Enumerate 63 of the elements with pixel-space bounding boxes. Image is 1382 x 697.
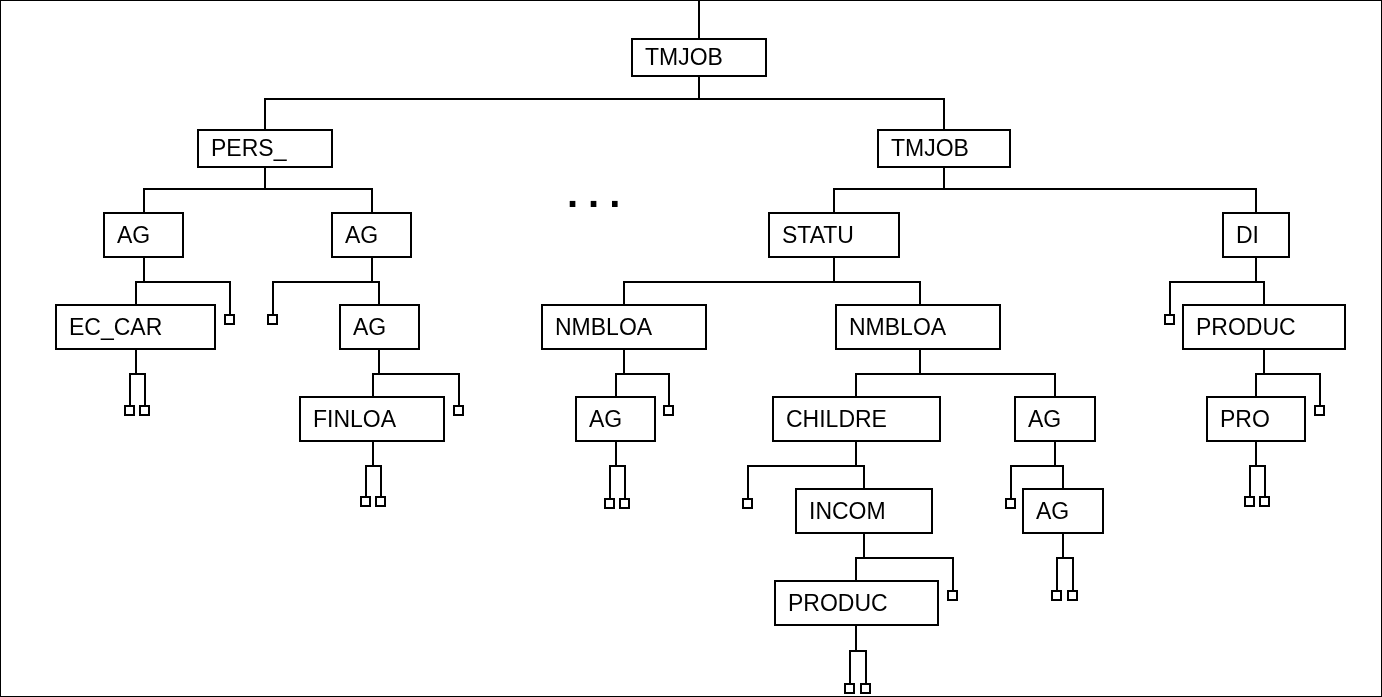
node-box: PRODUC: [1182, 304, 1346, 350]
connector-line: [855, 441, 865, 489]
connector-line: [615, 441, 626, 499]
node-box: EC_CAR: [55, 304, 216, 350]
node-box: STATU: [768, 212, 900, 258]
connector-line: [623, 349, 670, 406]
leaf-square: [1259, 496, 1270, 507]
connector-line: [135, 349, 146, 406]
leaf-square: [1005, 498, 1016, 509]
leaf-square: [947, 590, 958, 601]
leaf-square: [267, 314, 278, 325]
node-box: NMBLOA: [541, 304, 707, 350]
leaf-square: [860, 683, 871, 694]
node-box: AG: [103, 212, 184, 258]
node-box: TMJOB: [631, 38, 767, 77]
connector-line: [1062, 533, 1074, 591]
leaf-square: [1164, 314, 1175, 325]
connector-line: [1255, 257, 1265, 305]
connector-line: [378, 349, 460, 406]
node-box: CHILDRE: [772, 396, 941, 442]
leaf-square: [1051, 590, 1062, 601]
connector-line: [943, 167, 1257, 213]
leaf-square: [1244, 496, 1255, 507]
connector-line: [863, 533, 954, 591]
connector-line: [855, 625, 867, 684]
connector-line: [1255, 441, 1266, 497]
leaf-square: [224, 314, 235, 325]
node-box: NMBLOA: [835, 304, 1001, 350]
leaf-square: [1314, 405, 1325, 416]
ellipsis-note: ...: [567, 173, 631, 213]
connector-line: [833, 257, 921, 305]
node-box: PERS_: [197, 129, 333, 168]
leaf-square: [124, 405, 135, 416]
node-box: AG: [575, 396, 656, 442]
node-box: AG: [1022, 488, 1104, 534]
connector-line: [1263, 349, 1321, 406]
connector-line: [919, 349, 1056, 397]
node-box: AG: [1014, 396, 1096, 442]
connector-line: [698, 76, 945, 130]
leaf-square: [1067, 590, 1078, 601]
leaf-square: [453, 405, 464, 416]
node-box: PRO: [1206, 396, 1306, 442]
leaf-square: [375, 496, 386, 507]
connector-line: [264, 167, 373, 213]
node-box: FINLOA: [299, 396, 445, 442]
node-box: DI: [1222, 212, 1290, 258]
leaf-square: [844, 683, 855, 694]
node-box: TMJOB: [877, 129, 1011, 168]
leaf-square: [619, 498, 630, 509]
node-box: AG: [339, 304, 420, 350]
connector-line: [143, 257, 231, 315]
node-box: AG: [331, 212, 412, 258]
leaf-square: [742, 498, 753, 509]
leaf-square: [139, 405, 150, 416]
node-box: PRODUC: [774, 580, 939, 626]
leaf-square: [604, 498, 615, 509]
leaf-square: [360, 496, 371, 507]
connector-line: [372, 441, 382, 497]
connector-line: [371, 257, 380, 305]
node-box: INCOM: [795, 488, 933, 534]
connector-line: [1054, 441, 1064, 489]
leaf-square: [663, 405, 674, 416]
connector-line: [698, 1, 700, 39]
